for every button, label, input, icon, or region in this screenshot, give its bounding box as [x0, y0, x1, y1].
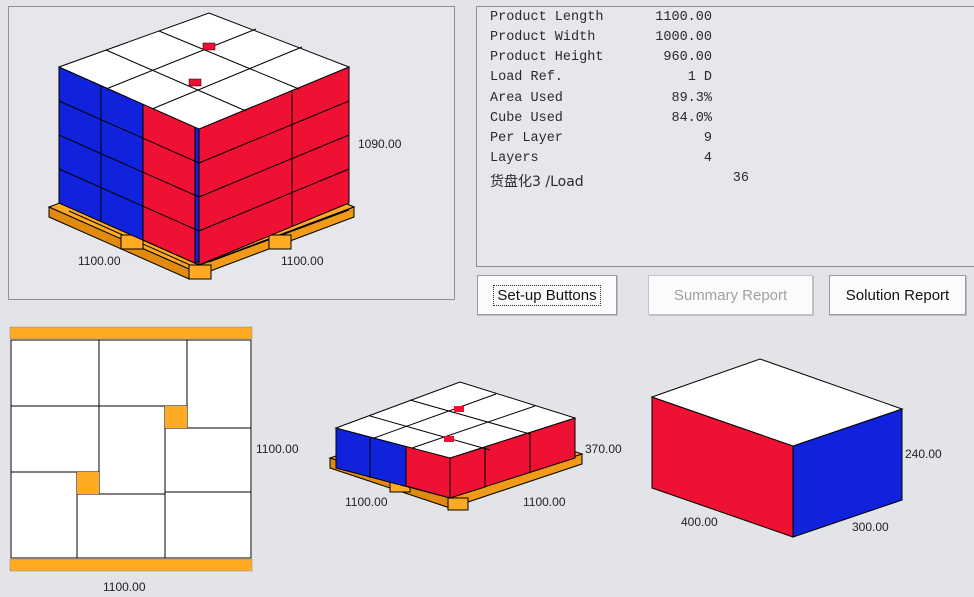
summary-report-button[interactable]: Summary Report: [648, 275, 813, 315]
pallet-3d-icon: [47, 12, 356, 280]
pallet-3d-view: 1090.00 1100.00 1100.00: [8, 6, 455, 300]
layer-3d-icon: [328, 381, 584, 511]
solution-report-button[interactable]: Solution Report: [829, 275, 966, 315]
layer-length-label: 1100.00: [345, 495, 388, 509]
layer-width-label: 1100.00: [523, 495, 566, 509]
pallet-height-label: 1090.00: [358, 137, 402, 151]
case-width-label: 300.00: [852, 520, 889, 534]
case-height-label: 240.00: [905, 447, 942, 461]
layer-layout-icon: [9, 326, 253, 572]
layout-side-label: 1100.00: [256, 442, 299, 456]
pallet-length-label: 1100.00: [78, 254, 121, 268]
stat-load-ref: Load Ref.1 D: [490, 70, 712, 85]
layer-height-label: 370.00: [585, 442, 622, 456]
case-length-label: 400.00: [681, 515, 718, 529]
pallet-width-label: 1100.00: [281, 254, 324, 268]
layout-bottom-label: 1100.00: [103, 580, 146, 594]
setup-buttons-button[interactable]: Set-up Buttons: [477, 275, 617, 315]
case-3d-icon: [650, 358, 904, 538]
